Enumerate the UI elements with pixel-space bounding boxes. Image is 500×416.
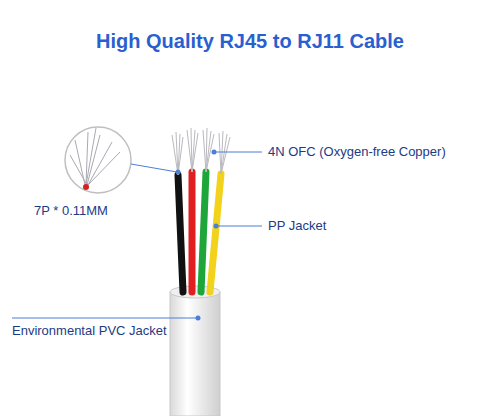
callout-label: Environmental PVC Jacket <box>12 323 167 338</box>
title: High Quality RJ45 to RJ11 Cable <box>0 30 500 53</box>
callout-label: PP Jacket <box>268 218 326 233</box>
callout-label: 4N OFC (Oxygen-free Copper) <box>268 144 446 159</box>
callout-label: 7P * 0.11MM <box>34 203 108 218</box>
